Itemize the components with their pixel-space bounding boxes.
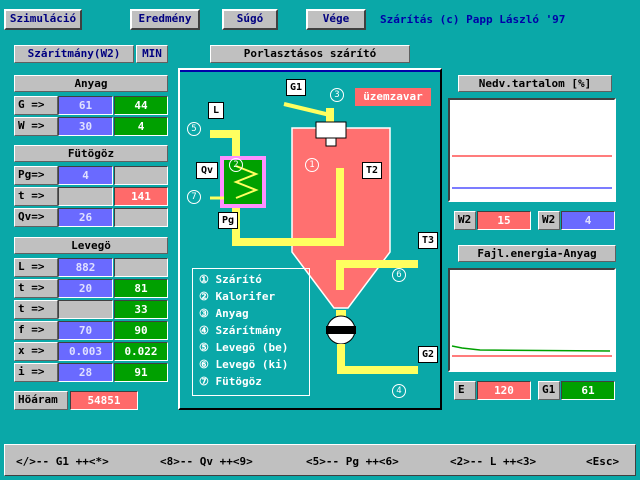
e-value: 120 xyxy=(477,381,531,400)
futogoz-pg-output xyxy=(114,166,168,185)
levego-i-input[interactable]: 28 xyxy=(58,363,113,382)
moisture-graph xyxy=(448,98,616,202)
tag-l: L xyxy=(208,102,224,119)
w2-value: 15 xyxy=(477,211,531,230)
tag-g1: G1 xyxy=(286,79,306,96)
marker-1: 1 xyxy=(305,158,319,172)
levego-f-input[interactable]: 70 xyxy=(58,321,113,340)
status-key-qv: <8>-- Qv ++<9> xyxy=(160,455,253,468)
mode-value[interactable]: MIN xyxy=(136,45,168,63)
diagram-title: Porlasztásos szárító xyxy=(210,45,410,63)
w2b-label: W2 xyxy=(538,211,560,230)
status-key-esc: <Esc> xyxy=(586,455,620,468)
result-button[interactable]: Eredmény xyxy=(130,9,200,30)
marker-2: 2 xyxy=(229,158,243,172)
levego-t-label: t => xyxy=(14,279,58,298)
graph1-title: Nedv.tartalom [%] xyxy=(458,75,612,92)
process-diagram: G1 3 üzemzavar L 5 1 2 Qv T2 7 Pg T3 6 G… xyxy=(178,68,442,410)
futogoz-header: Fütögöz xyxy=(14,145,168,162)
levego-i-label: i => xyxy=(14,363,58,382)
moisture-plot xyxy=(452,155,612,189)
levego-x-label: x => xyxy=(14,342,58,361)
anyag-g-label: G => xyxy=(14,96,58,115)
levego-t2-label: t => xyxy=(14,300,58,319)
legend-item: ④ Szárítmány xyxy=(199,324,282,337)
graph2-title: Fajl.energia-Anyag xyxy=(458,245,616,262)
futogoz-qv-label: Qv=> xyxy=(14,208,58,227)
mode-selector[interactable]: Szárítmány(W2) xyxy=(14,45,134,63)
help-button[interactable]: Súgó xyxy=(222,9,278,30)
tag-t2: T2 xyxy=(362,162,382,179)
anyag-header: Anyag xyxy=(14,75,168,92)
legend-item: ⑤ Levegö (be) xyxy=(199,341,289,354)
levego-t-output: 81 xyxy=(114,279,168,298)
levego-x-output: 0.022 xyxy=(114,342,168,361)
diagram-legend: ① Szárító ② Kalorifer ③ Anyag ④ Szárítmá… xyxy=(192,268,310,396)
anyag-w-input[interactable]: 30 xyxy=(58,117,113,136)
futogoz-t-label: t => xyxy=(14,187,58,206)
levego-l-output xyxy=(114,258,168,277)
futogoz-t-output: 141 xyxy=(114,187,168,206)
status-key-l: <2>-- L ++<3> xyxy=(450,455,537,468)
anyag-g-output: 44 xyxy=(114,96,168,115)
marker-3: 3 xyxy=(330,88,344,102)
levego-t-input[interactable]: 20 xyxy=(58,279,113,298)
g1-value: 61 xyxy=(561,381,615,400)
legend-item: ① Szárító xyxy=(199,273,262,286)
anyag-w-output: 4 xyxy=(114,117,168,136)
end-button[interactable]: Vége xyxy=(306,9,366,30)
tag-t3: T3 xyxy=(418,232,438,249)
legend-item: ⑦ Fütögöz xyxy=(199,375,262,388)
levego-l-label: L => xyxy=(14,258,58,277)
tag-pg: Pg xyxy=(218,212,238,229)
marker-6: 6 xyxy=(392,268,406,282)
energy-plot xyxy=(451,345,612,357)
futogoz-pg-label: Pg=> xyxy=(14,166,58,185)
legend-item: ② Kalorifer xyxy=(199,290,276,303)
marker-4: 4 xyxy=(392,384,406,398)
hoaram-value: 54851 xyxy=(70,391,138,410)
anyag-g-input[interactable]: 61 xyxy=(58,96,113,115)
status-bar xyxy=(4,444,636,476)
legend-item: ⑥ Levegö (ki) xyxy=(199,358,289,371)
legend-item: ③ Anyag xyxy=(199,307,249,320)
status-key-pg: <5>-- Pg ++<6> xyxy=(306,455,399,468)
tag-g2: G2 xyxy=(418,346,438,363)
w2-label: W2 xyxy=(454,211,476,230)
levego-i-output: 91 xyxy=(114,363,168,382)
levego-x-input[interactable]: 0.003 xyxy=(58,342,113,361)
app-title: Szárítás (c) Papp László '97 xyxy=(380,13,566,26)
levego-f-label: f => xyxy=(14,321,58,340)
marker-7: 7 xyxy=(187,190,201,204)
g1-label: G1 xyxy=(538,381,560,400)
futogoz-qv-output xyxy=(114,208,168,227)
energy-graph xyxy=(448,268,616,372)
tag-qv: Qv xyxy=(196,162,218,179)
w2b-value: 4 xyxy=(561,211,615,230)
levego-l-input[interactable]: 882 xyxy=(58,258,113,277)
alarm-indicator: üzemzavar xyxy=(355,88,431,106)
levego-t2-input xyxy=(58,300,113,319)
g1-line xyxy=(451,345,611,352)
futogoz-qv-input[interactable]: 26 xyxy=(58,208,113,227)
futogoz-t-input xyxy=(58,187,113,206)
status-key-g1: </>-- G1 ++<*> xyxy=(16,455,109,468)
marker-5: 5 xyxy=(187,122,201,136)
levego-header: Levegö xyxy=(14,237,168,254)
levego-f-output: 90 xyxy=(114,321,168,340)
e-label: E xyxy=(454,381,476,400)
anyag-w-label: W => xyxy=(14,117,58,136)
futogoz-pg-input[interactable]: 4 xyxy=(58,166,113,185)
simulation-button[interactable]: Szimuláció xyxy=(4,9,82,30)
hoaram-label: Höáram xyxy=(14,391,68,410)
levego-t2-output: 33 xyxy=(114,300,168,319)
